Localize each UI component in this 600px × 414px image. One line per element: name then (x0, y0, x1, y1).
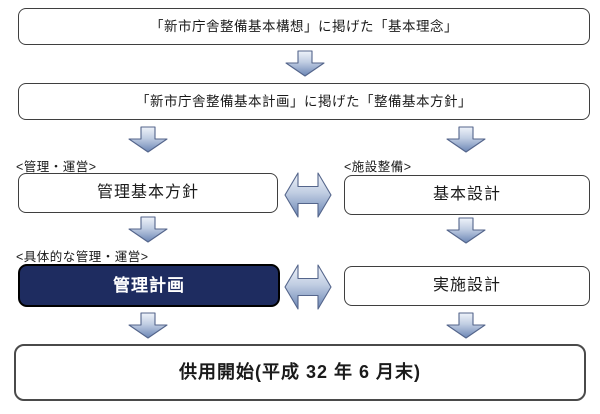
flow-box-management-policy: 管理基本方針 (18, 173, 278, 213)
flow-box-basic-design: 基本設計 (344, 175, 590, 215)
down-arrow-icon (446, 126, 486, 153)
category-label-concrete-management: <具体的な管理・運営> (16, 250, 149, 264)
flow-box-management-plan-highlighted: 管理計画 (18, 264, 280, 307)
down-arrow-icon (446, 312, 486, 339)
flow-box-detailed-design: 実施設計 (344, 266, 590, 306)
down-arrow-icon (128, 126, 168, 153)
down-arrow-icon (128, 312, 168, 339)
down-arrow-icon (285, 50, 325, 77)
flow-box-service-start: 供用開始(平成 32 年 6 月末) (14, 344, 586, 401)
double-arrow-icon (284, 264, 332, 310)
category-label-facility: <施設整備> (344, 160, 412, 174)
down-arrow-icon (128, 216, 168, 243)
flow-box-basic-plan: 「新市庁舎整備基本計画」に掲げた「整備基本方針」 (18, 83, 590, 120)
category-label-management: <管理・運営> (16, 160, 97, 174)
double-arrow-icon (284, 172, 332, 218)
flow-box-basic-concept: 「新市庁舎整備基本構想」に掲げた「基本理念」 (18, 8, 590, 45)
down-arrow-icon (446, 217, 486, 244)
